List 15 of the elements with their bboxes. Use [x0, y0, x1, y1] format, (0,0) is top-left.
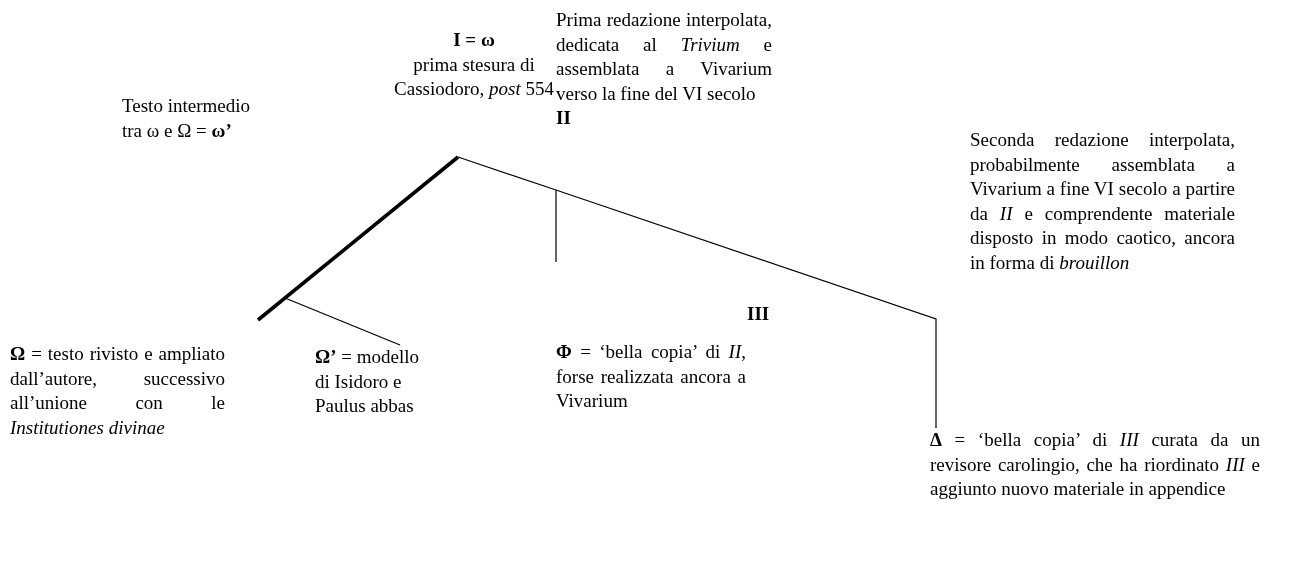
- node-description: Ω = testo rivisto e ampliato dall’autore, successivo all’unione con le Institutiones divinae: [10, 342, 225, 440]
- node-description: Testo intermedio tra ω e Ω = ω’: [122, 94, 251, 143]
- stemma-line: [555, 189, 937, 429]
- stemma-line: [284, 297, 401, 346]
- node-description: Φ = ‘bella copia’ di II, forse realizzata ancora a Vivarium: [556, 340, 746, 413]
- double-line: [256, 155, 460, 322]
- stemma-siglum: III: [747, 302, 771, 326]
- stemma-line: [555, 189, 557, 263]
- node-description: Ω’ = modello di Isidoro e Paulus abbas: [315, 345, 421, 418]
- node-description: Seconda redazione interpolata, probabilmente assemblata a Vivarium a fine VI secolo a partire da II e comprendente materiale disposto in modo caotico, ancora in forma di brouillon: [970, 128, 1235, 275]
- node-description: Δ = ‘bella copia’ di III curata da un revisore carolingio, che ha riordinato III e aggiunto nuovo materiale in appendice: [930, 428, 1260, 501]
- stemma-siglum: II: [556, 106, 572, 130]
- stemma-line: [457, 156, 557, 191]
- node-description: Prima redazione interpolata, dedicata al Trivium e assemblata a Vivarium verso la fine del VI secolo: [556, 8, 772, 106]
- node-description: prima stesura di Cassiodoro, post 554: [393, 52, 555, 101]
